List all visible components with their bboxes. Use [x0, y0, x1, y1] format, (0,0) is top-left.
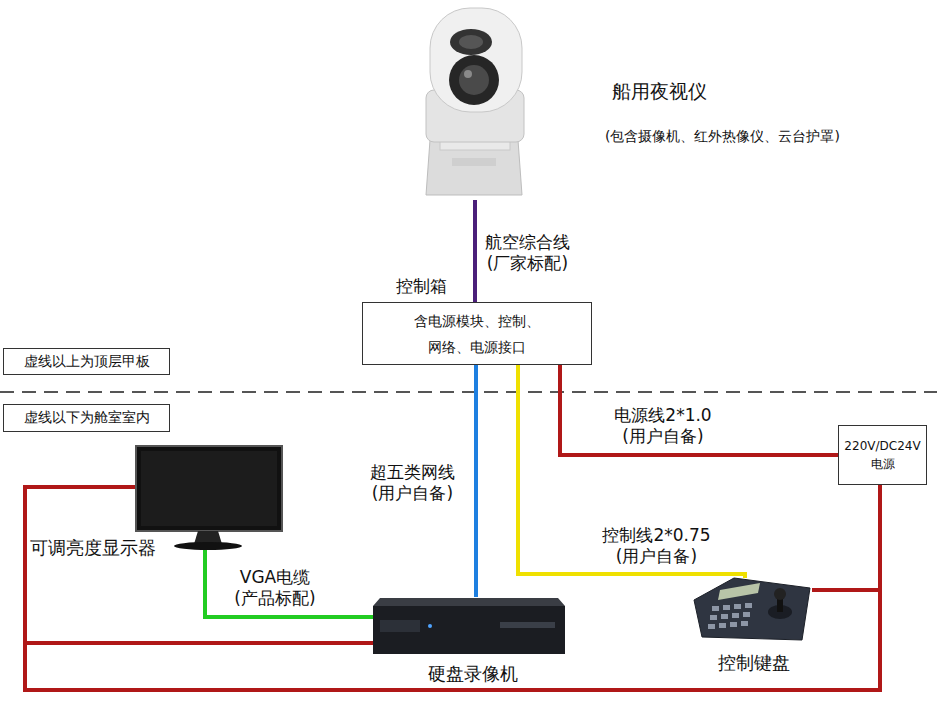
note-text: 虚线以上为顶层甲板: [24, 353, 150, 371]
cable-label: 电源线2*1.0 (用户自备): [612, 405, 714, 448]
device-label: 船用夜视仪: [612, 80, 707, 103]
cable-label: VGA电缆 (产品标配): [232, 567, 318, 610]
box-text: 220V/DC24V 电源: [843, 437, 922, 473]
cable-line: [205, 550, 373, 617]
cable-line: [25, 485, 880, 690]
cable-label: 超五类网线 (用户自备): [368, 462, 457, 505]
cable-label: 航空综合线 (厂家标配): [483, 232, 572, 275]
monitor-node: 可调亮度显示器: [135, 445, 285, 550]
deck-divider: [0, 391, 937, 393]
cable-line: [473, 200, 477, 302]
cable-line: [25, 485, 880, 690]
box-text: 含电源模块、控制、 网络、电源接口: [413, 308, 541, 360]
device-label: 控制键盘: [718, 652, 790, 674]
cable-line: [518, 365, 745, 578]
box-heading: 控制箱: [396, 276, 447, 296]
device-note: (包含摄像机、红外热像仪、云台护罩): [605, 128, 840, 145]
device-label: 硬盘录像机: [428, 663, 518, 685]
keyboard-figure: [694, 578, 810, 640]
power-box: 220V/DC24V 电源: [838, 425, 927, 485]
cable-line: [560, 365, 838, 455]
note-box: 虚线以下为舱室室内: [3, 404, 170, 432]
note-box: 虚线以上为顶层甲板: [3, 348, 170, 375]
camera-figure: [426, 8, 524, 195]
note-text: 虚线以下为舱室室内: [24, 409, 150, 427]
nvr-figure: [373, 598, 565, 654]
nvr-node: 硬盘录像机: [373, 597, 565, 657]
cable-line: [812, 485, 880, 590]
cable-label: 控制线2*0.75 (用户自备): [600, 525, 713, 568]
monitor-figure: [136, 446, 282, 550]
camera-node: 船用夜视仪(包含摄像机、红外热像仪、云台护罩): [420, 0, 525, 200]
device-label: 可调亮度显示器: [30, 537, 156, 559]
control-box: 控制箱含电源模块、控制、 网络、电源接口: [362, 302, 592, 365]
keyboard-node: 控制键盘: [690, 578, 812, 642]
cable-line: [474, 365, 478, 597]
